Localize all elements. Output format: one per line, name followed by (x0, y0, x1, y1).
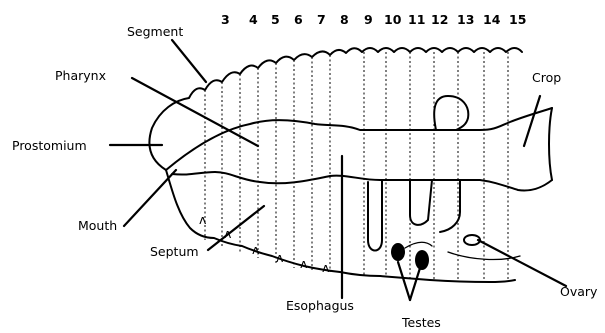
label-crop: Crop (532, 70, 561, 85)
vessel-loop-1 (368, 180, 382, 251)
testes-leader-left (398, 262, 410, 300)
segment-number-8: 8 (340, 12, 349, 27)
segment-number-9: 9 (364, 12, 373, 27)
label-esophagus: Esophagus (286, 298, 354, 313)
label-ovary: Ovary (560, 284, 598, 299)
seta-mark: ʌ (322, 260, 330, 275)
ovary-leader (478, 240, 566, 286)
segment-number-6: 6 (294, 12, 303, 27)
label-prostomium: Prostomium (12, 138, 87, 153)
gut-lower-wall (172, 172, 552, 191)
segment-leader (172, 40, 206, 82)
segment-number-10: 10 (384, 12, 402, 27)
vessel-loops (368, 96, 468, 251)
testes-duct (405, 242, 432, 248)
leader-lines (110, 40, 566, 300)
segment-number-7: 7 (317, 12, 326, 27)
label-mouth: Mouth (78, 218, 117, 233)
segment-number-5: 5 (271, 12, 280, 27)
seta-mark: ʌ (300, 256, 308, 271)
crop-pouch-loop (434, 96, 468, 130)
seta-mark: ʌ (252, 242, 260, 257)
testis-left (391, 243, 405, 261)
crop-leader (524, 96, 540, 146)
mouth-leader (124, 170, 176, 226)
testes-structures (391, 242, 432, 270)
setae-marks: ʌ ʌ ʌ ʌ ʌ ʌ (199, 212, 330, 275)
segment-number-3: 3 (221, 12, 230, 27)
gut-upper-wall (166, 108, 552, 170)
label-testes: Testes (401, 315, 441, 330)
segment-number-row: 3 4 5 6 7 8 9 10 11 12 13 14 15 (221, 12, 526, 27)
label-septum: Septum (150, 244, 199, 259)
vessel-loop-3 (440, 180, 460, 232)
label-segment: Segment (127, 24, 183, 39)
seta-mark: ʌ (199, 212, 207, 227)
segment-number-11: 11 (408, 12, 425, 27)
vessel-loop-2 (410, 180, 432, 225)
segment-number-4: 4 (249, 12, 258, 27)
testis-right (415, 250, 429, 270)
segment-number-14: 14 (483, 12, 501, 27)
segment-number-13: 13 (457, 12, 474, 27)
crop-end-cap (549, 108, 552, 180)
segment-number-15: 15 (509, 12, 526, 27)
body-outline-bottom (166, 170, 515, 282)
segment-number-12: 12 (431, 12, 448, 27)
label-pharynx: Pharynx (55, 68, 106, 83)
septa-dotted-lines (205, 52, 508, 282)
testes-leader-right (410, 268, 420, 300)
seta-mark: ʌ (276, 250, 284, 265)
labels: Segment Pharynx Prostomium Mouth Septum … (12, 24, 598, 330)
